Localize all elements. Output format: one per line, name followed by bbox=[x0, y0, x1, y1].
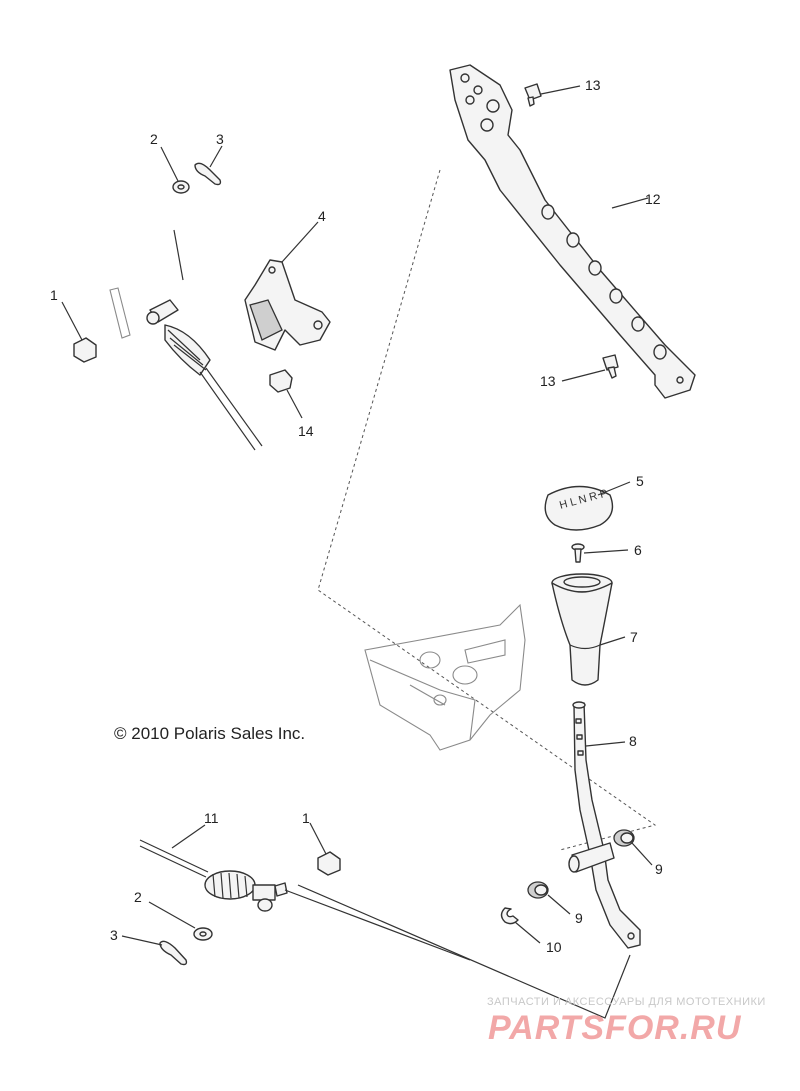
callout-5: 5 bbox=[636, 473, 644, 489]
assembly-guide-lines bbox=[317, 169, 657, 851]
washer-2-top bbox=[172, 180, 190, 194]
clip-3-bottom bbox=[159, 940, 188, 966]
callout-14: 14 bbox=[298, 423, 314, 439]
shift-lever-8 bbox=[568, 701, 641, 949]
e-clip-10 bbox=[500, 907, 519, 925]
bushing-9-lower bbox=[527, 881, 549, 899]
shift-bracket-12 bbox=[449, 64, 696, 399]
callout-1-top: 1 bbox=[50, 287, 58, 303]
screw-6 bbox=[571, 543, 585, 563]
callout-2-bottom: 2 bbox=[134, 889, 142, 905]
washer-2-bottom bbox=[193, 927, 213, 941]
callouts: 1 2 3 4 14 13 12 13 5 6 7 8 9 9 10 11 1 … bbox=[50, 77, 663, 955]
watermark-logo: PARTSFOR.RU bbox=[488, 1009, 742, 1047]
callout-11: 11 bbox=[204, 810, 219, 826]
clip-3-top bbox=[194, 162, 222, 186]
nut-14 bbox=[269, 369, 293, 393]
bolt-13-bottom bbox=[602, 354, 619, 379]
bracket-4 bbox=[244, 259, 331, 351]
callout-9-upper: 9 bbox=[655, 861, 663, 877]
callout-13-bottom: 13 bbox=[540, 373, 556, 389]
ghost-mounting-bracket bbox=[364, 603, 526, 751]
shift-cable-11 bbox=[139, 839, 471, 961]
bolt-13-top bbox=[524, 83, 542, 107]
callout-2-top: 2 bbox=[150, 131, 158, 147]
nut-1-top bbox=[73, 337, 97, 363]
bushing-9-upper bbox=[613, 829, 635, 847]
callout-3-bottom: 3 bbox=[110, 927, 118, 943]
watermark-tagline: ЗАПЧАСТИ И АКСЕССУАРЫ ДЛЯ МОТОТЕХНИКИ bbox=[487, 996, 766, 1008]
callout-6: 6 bbox=[634, 542, 642, 558]
callout-9-lower: 9 bbox=[575, 910, 583, 926]
copyright-notice: © 2010 Polaris Sales Inc. bbox=[114, 724, 306, 743]
callout-12: 12 bbox=[645, 191, 661, 207]
callout-10: 10 bbox=[546, 939, 562, 955]
shift-boot-7 bbox=[551, 573, 613, 686]
callout-3-top: 3 bbox=[216, 131, 224, 147]
leader-lines bbox=[61, 85, 653, 946]
ghost-rod bbox=[109, 287, 131, 339]
cable-guide-line bbox=[297, 884, 631, 1019]
nut-1-bottom bbox=[317, 851, 341, 876]
callout-7: 7 bbox=[630, 629, 638, 645]
callout-1-bottom: 1 bbox=[302, 810, 310, 826]
shift-cable-upper bbox=[146, 229, 263, 451]
callout-13-top: 13 bbox=[585, 77, 601, 93]
callout-8: 8 bbox=[629, 733, 637, 749]
shift-knob-5: H L N R P bbox=[544, 485, 614, 531]
callout-4: 4 bbox=[318, 208, 326, 224]
